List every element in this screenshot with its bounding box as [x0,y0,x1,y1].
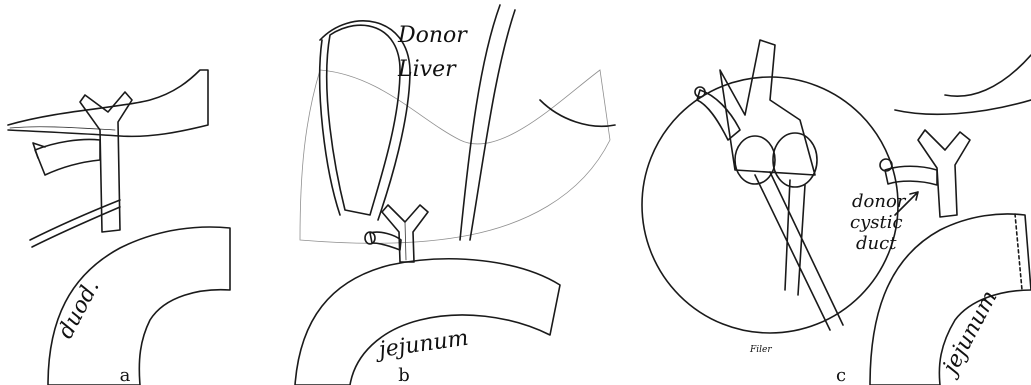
drain-tube-a [30,200,120,247]
label-donor-b: Donor [397,23,468,48]
artist-signature: Filer [749,345,772,355]
panel-letter-a: a [120,365,131,385]
panel-a: duod. a [8,70,230,385]
liver-edge-a [8,70,208,136]
label-duct-c: duct [856,233,897,254]
label-donor-c: donor [852,191,907,212]
label-jejunum-c: jejunum [936,287,1003,383]
label-jejunum-b: jejunum [372,326,470,364]
bifurcation-duct-inset [720,40,815,175]
forceps [755,172,843,330]
cystic-stump-a [35,139,100,175]
panel-letter-c: c [836,365,846,385]
label-cystic-c: cystic [850,212,903,233]
panel-letter-b: b [398,365,410,385]
donor-liver-body [300,70,610,243]
bile-duct-c [918,130,970,217]
label-duod: duod. [53,276,104,343]
label-liver-b: Liver [397,57,457,82]
panel-c: Filer donor cystic duct jejunum c [642,40,1031,385]
jejunum-b [295,259,560,385]
panel-b: Donor Liver jejunum b [295,5,615,385]
